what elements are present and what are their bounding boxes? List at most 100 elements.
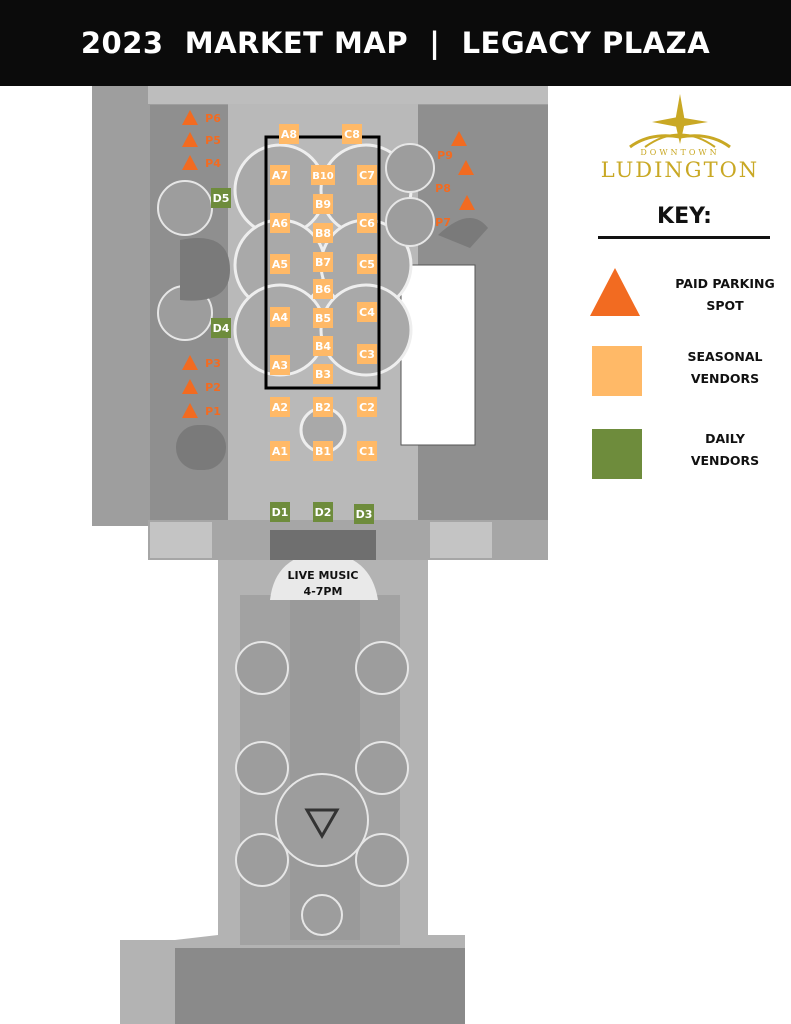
seasonal-vendor-box-c8: [342, 124, 362, 144]
live-music-time: 4-7PM: [304, 585, 343, 598]
seasonal-vendor-box-b8: [313, 223, 333, 243]
seasonal-vendor-box-a1: [270, 441, 290, 461]
seasonal-vendor-label-a2: A2: [272, 401, 288, 414]
key-parking-label: PAID PARKING SPOT: [675, 276, 775, 313]
parking-spot-label-p7: P7: [435, 216, 451, 229]
seasonal-vendor-box-b5: [313, 308, 333, 328]
downtown-ludington-logo: DOWNTOWN LUDINGTON: [590, 92, 770, 192]
seasonal-vendor-box-b7: [313, 252, 333, 272]
key-divider: [598, 236, 770, 239]
map-key-panel: DOWNTOWN LUDINGTON KEY: PAID PARKING SPO…: [585, 86, 791, 506]
seasonal-vendor-zone: [264, 135, 381, 390]
triangle-monument-icon: [304, 808, 340, 840]
seasonal-vendor-label-c2: C2: [359, 401, 375, 414]
key-daily-label: DAILY VENDORS: [690, 431, 760, 468]
seasonal-vendor-box-b10: [311, 165, 335, 185]
seasonal-vendor-label-b2: B2: [315, 401, 331, 414]
seasonal-vendor-label-a8: A8: [281, 128, 297, 141]
daily-vendor-label-d1: D1: [272, 506, 289, 519]
daily-vendor-box-d2: [313, 502, 333, 522]
seasonal-swatch-icon: [592, 346, 642, 396]
logo-top-text: DOWNTOWN: [640, 148, 720, 157]
parking-spot-triangle-p9: [451, 131, 467, 146]
header-bar: 2023 MARKET MAP | LEGACY PLAZA: [0, 0, 791, 86]
seasonal-vendor-box-c1: [357, 441, 377, 461]
seasonal-vendor-label-b10: B10: [312, 171, 334, 182]
seasonal-vendor-box-a3: [270, 355, 290, 375]
parking-spot-triangle-p5: [182, 132, 198, 147]
daily-vendor-label-d2: D2: [315, 506, 332, 519]
seasonal-vendor-box-a2: [270, 397, 290, 417]
seasonal-vendor-label-b1: B1: [315, 445, 331, 458]
seasonal-vendor-box-a7: [270, 165, 290, 185]
parking-spot-label-p9: P9: [437, 149, 453, 162]
seasonal-vendor-box-a4: [270, 307, 290, 327]
daily-vendor-label-d3: D3: [356, 508, 373, 521]
seasonal-vendor-label-c1: C1: [359, 445, 375, 458]
parking-spot-label-p1: P1: [205, 405, 221, 418]
seasonal-vendor-box-c4: [357, 302, 377, 322]
daily-vendor-box-d5: [211, 188, 231, 208]
seasonal-vendor-box-c6: [357, 213, 377, 233]
seasonal-vendor-box-b3: [313, 364, 333, 384]
seasonal-vendor-label-b6: B6: [315, 283, 331, 296]
daily-swatch-icon: [592, 429, 642, 479]
seasonal-vendor-box-a8: [279, 124, 299, 144]
seasonal-vendor-label-c7: C7: [359, 169, 375, 182]
seasonal-vendor-box-b9: [313, 194, 333, 214]
parking-spot-triangle-p8: [458, 160, 474, 175]
seasonal-vendor-box-a6: [270, 213, 290, 233]
seasonal-vendor-label-b8: B8: [315, 227, 331, 240]
daily-vendor-label-d4: D4: [213, 322, 230, 335]
seasonal-vendor-box-b1: [313, 441, 333, 461]
daily-vendor-box-d3: [354, 504, 374, 524]
seasonal-vendor-label-b4: B4: [315, 340, 331, 353]
seasonal-vendor-label-c3: C3: [359, 348, 375, 361]
seasonal-vendor-label-b3: B3: [315, 368, 331, 381]
parking-spot-label-p8: P8: [435, 182, 451, 195]
parking-spot-triangle-p6: [182, 110, 198, 125]
seasonal-vendor-box-b6: [313, 279, 333, 299]
seasonal-vendor-label-b9: B9: [315, 198, 331, 211]
seasonal-vendor-box-c5: [357, 254, 377, 274]
key-seasonal-label: SEASONAL VENDORS: [687, 349, 763, 386]
parking-spot-label-p5: P5: [205, 134, 221, 147]
daily-vendor-box-d1: [270, 502, 290, 522]
sun-compass-icon: [629, 94, 731, 149]
seasonal-vendor-label-c6: C6: [359, 217, 375, 230]
parking-spot-label-p4: P4: [205, 157, 221, 170]
parking-spot-triangle-p7: [459, 195, 475, 210]
seasonal-vendor-label-a3: A3: [272, 359, 288, 372]
live-music-label: LIVE MUSIC: [288, 569, 359, 582]
seasonal-vendor-box-c7: [357, 165, 377, 185]
parking-spot-triangle-p1: [182, 403, 198, 418]
logo-main-text: LUDINGTON: [600, 158, 760, 182]
seasonal-vendor-label-b5: B5: [315, 312, 331, 325]
parking-spot-triangle-p2: [182, 379, 198, 394]
parking-spot-label-p6: P6: [205, 112, 221, 125]
seasonal-vendor-label-a5: A5: [272, 258, 288, 271]
seasonal-vendor-label-c4: C4: [359, 306, 375, 319]
key-title: KEY:: [657, 204, 712, 229]
parking-spot-triangle-p3: [182, 355, 198, 370]
seasonal-vendor-label-a1: A1: [272, 445, 288, 458]
building: [400, 264, 476, 446]
seasonal-vendor-label-c8: C8: [344, 128, 360, 141]
page-title: 2023 MARKET MAP | LEGACY PLAZA: [80, 26, 711, 60]
daily-vendor-box-d4: [211, 318, 231, 338]
seasonal-vendor-box-c3: [357, 344, 377, 364]
parking-triangle-icon: [590, 268, 640, 316]
seasonal-vendor-label-a6: A6: [272, 217, 289, 230]
daily-vendor-label-d5: D5: [213, 192, 230, 205]
seasonal-vendor-label-b7: B7: [315, 256, 331, 269]
seasonal-vendor-label-a7: A7: [272, 169, 288, 182]
seasonal-vendor-label-a4: A4: [272, 311, 289, 324]
parking-spot-label-p3: P3: [205, 357, 221, 370]
parking-spot-label-p2: P2: [205, 381, 221, 394]
seasonal-vendor-label-c5: C5: [359, 258, 375, 271]
seasonal-vendor-box-b4: [313, 336, 333, 356]
music-stage: [270, 552, 378, 600]
seasonal-vendor-box-a5: [270, 254, 290, 274]
seasonal-vendor-box-c2: [357, 397, 377, 417]
